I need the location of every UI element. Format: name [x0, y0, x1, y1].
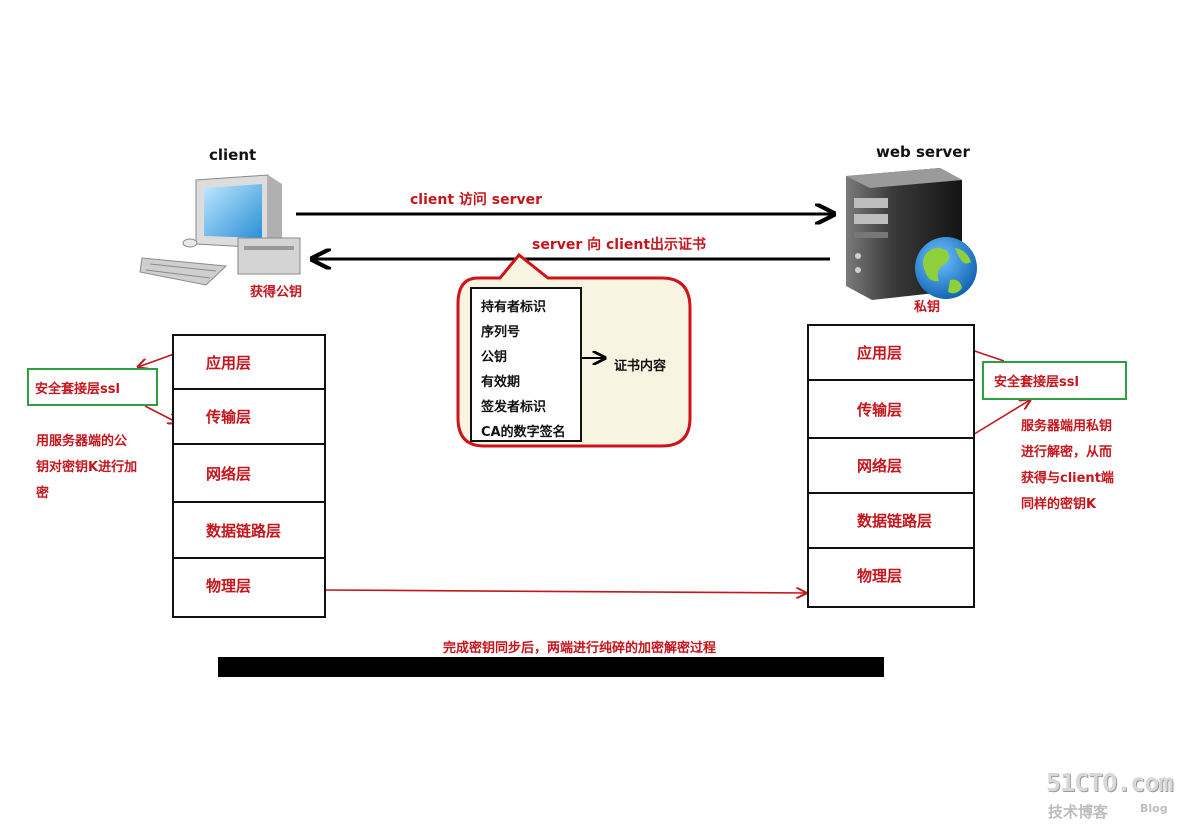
certificate-fields: 持有者标识 序列号 公钥 有效期 签发者标识 CA的数字签名 [470, 287, 582, 442]
encrypted-channel-bar [218, 657, 884, 677]
request-label: client 访问 server [410, 192, 543, 208]
server-layer-network: 网络层 [809, 439, 973, 494]
certificate-field: 公钥 [481, 350, 508, 365]
sync-complete-note: 完成密钥同步后，两端进行纯碎的加密解密过程 [443, 641, 717, 656]
server-decrypt-note: 服务器端用私钥 进行解密，从而 获得与client端 同样的密钥K [1021, 419, 1114, 512]
server-layer-datalink: 数据链路层 [809, 494, 973, 549]
watermark-blog: Blog [1140, 802, 1168, 815]
server-label: web server [876, 143, 970, 161]
server-layer-transport: 传输层 [809, 381, 973, 439]
certificate-field: 有效期 [481, 375, 521, 390]
physical-link-arrow [325, 590, 806, 593]
client-layer-datalink: 数据链路层 [174, 503, 324, 559]
globe-icon [915, 237, 977, 299]
watermark-subtitle: 技术博客 [1048, 803, 1109, 821]
certificate-field: 持有者标识 [481, 300, 547, 315]
certificate-field: 序列号 [481, 325, 521, 340]
client-layer-network: 网络层 [174, 445, 324, 503]
client-layer-application: 应用层 [174, 336, 324, 390]
certificate-field: 签发者标识 [481, 400, 547, 415]
watermark-logo: 51CTO.com [1046, 768, 1173, 797]
client-layer-transport: 传输层 [174, 390, 324, 445]
server-ssl-in-arrow [970, 400, 1030, 437]
client-layer-stack: 应用层 传输层 网络层 数据链路层 物理层 [172, 334, 326, 618]
client-ssl-box: 安全套接层ssl [27, 368, 158, 406]
client-label: client [209, 146, 257, 164]
server-layer-application: 应用层 [809, 326, 973, 381]
private-key-label: 私钥 [914, 300, 941, 315]
certificate-field: CA的数字签名 [481, 425, 566, 440]
certificate-summary-label: 证书内容 [614, 359, 667, 374]
got-public-key-label: 获得公钥 [250, 285, 303, 300]
client-encrypt-note: 用服务器端的公 钥对密钥K进行加 密 [36, 434, 138, 501]
server-ssl-box: 安全套接层ssl [982, 361, 1127, 400]
server-layer-physical: 物理层 [857, 567, 903, 585]
computer-icon [139, 174, 301, 286]
response-label: server 向 client出示证书 [532, 237, 707, 253]
client-layer-physical: 物理层 [206, 577, 252, 595]
server-layer-stack: 应用层 传输层 网络层 数据链路层 物理层 [807, 324, 975, 608]
